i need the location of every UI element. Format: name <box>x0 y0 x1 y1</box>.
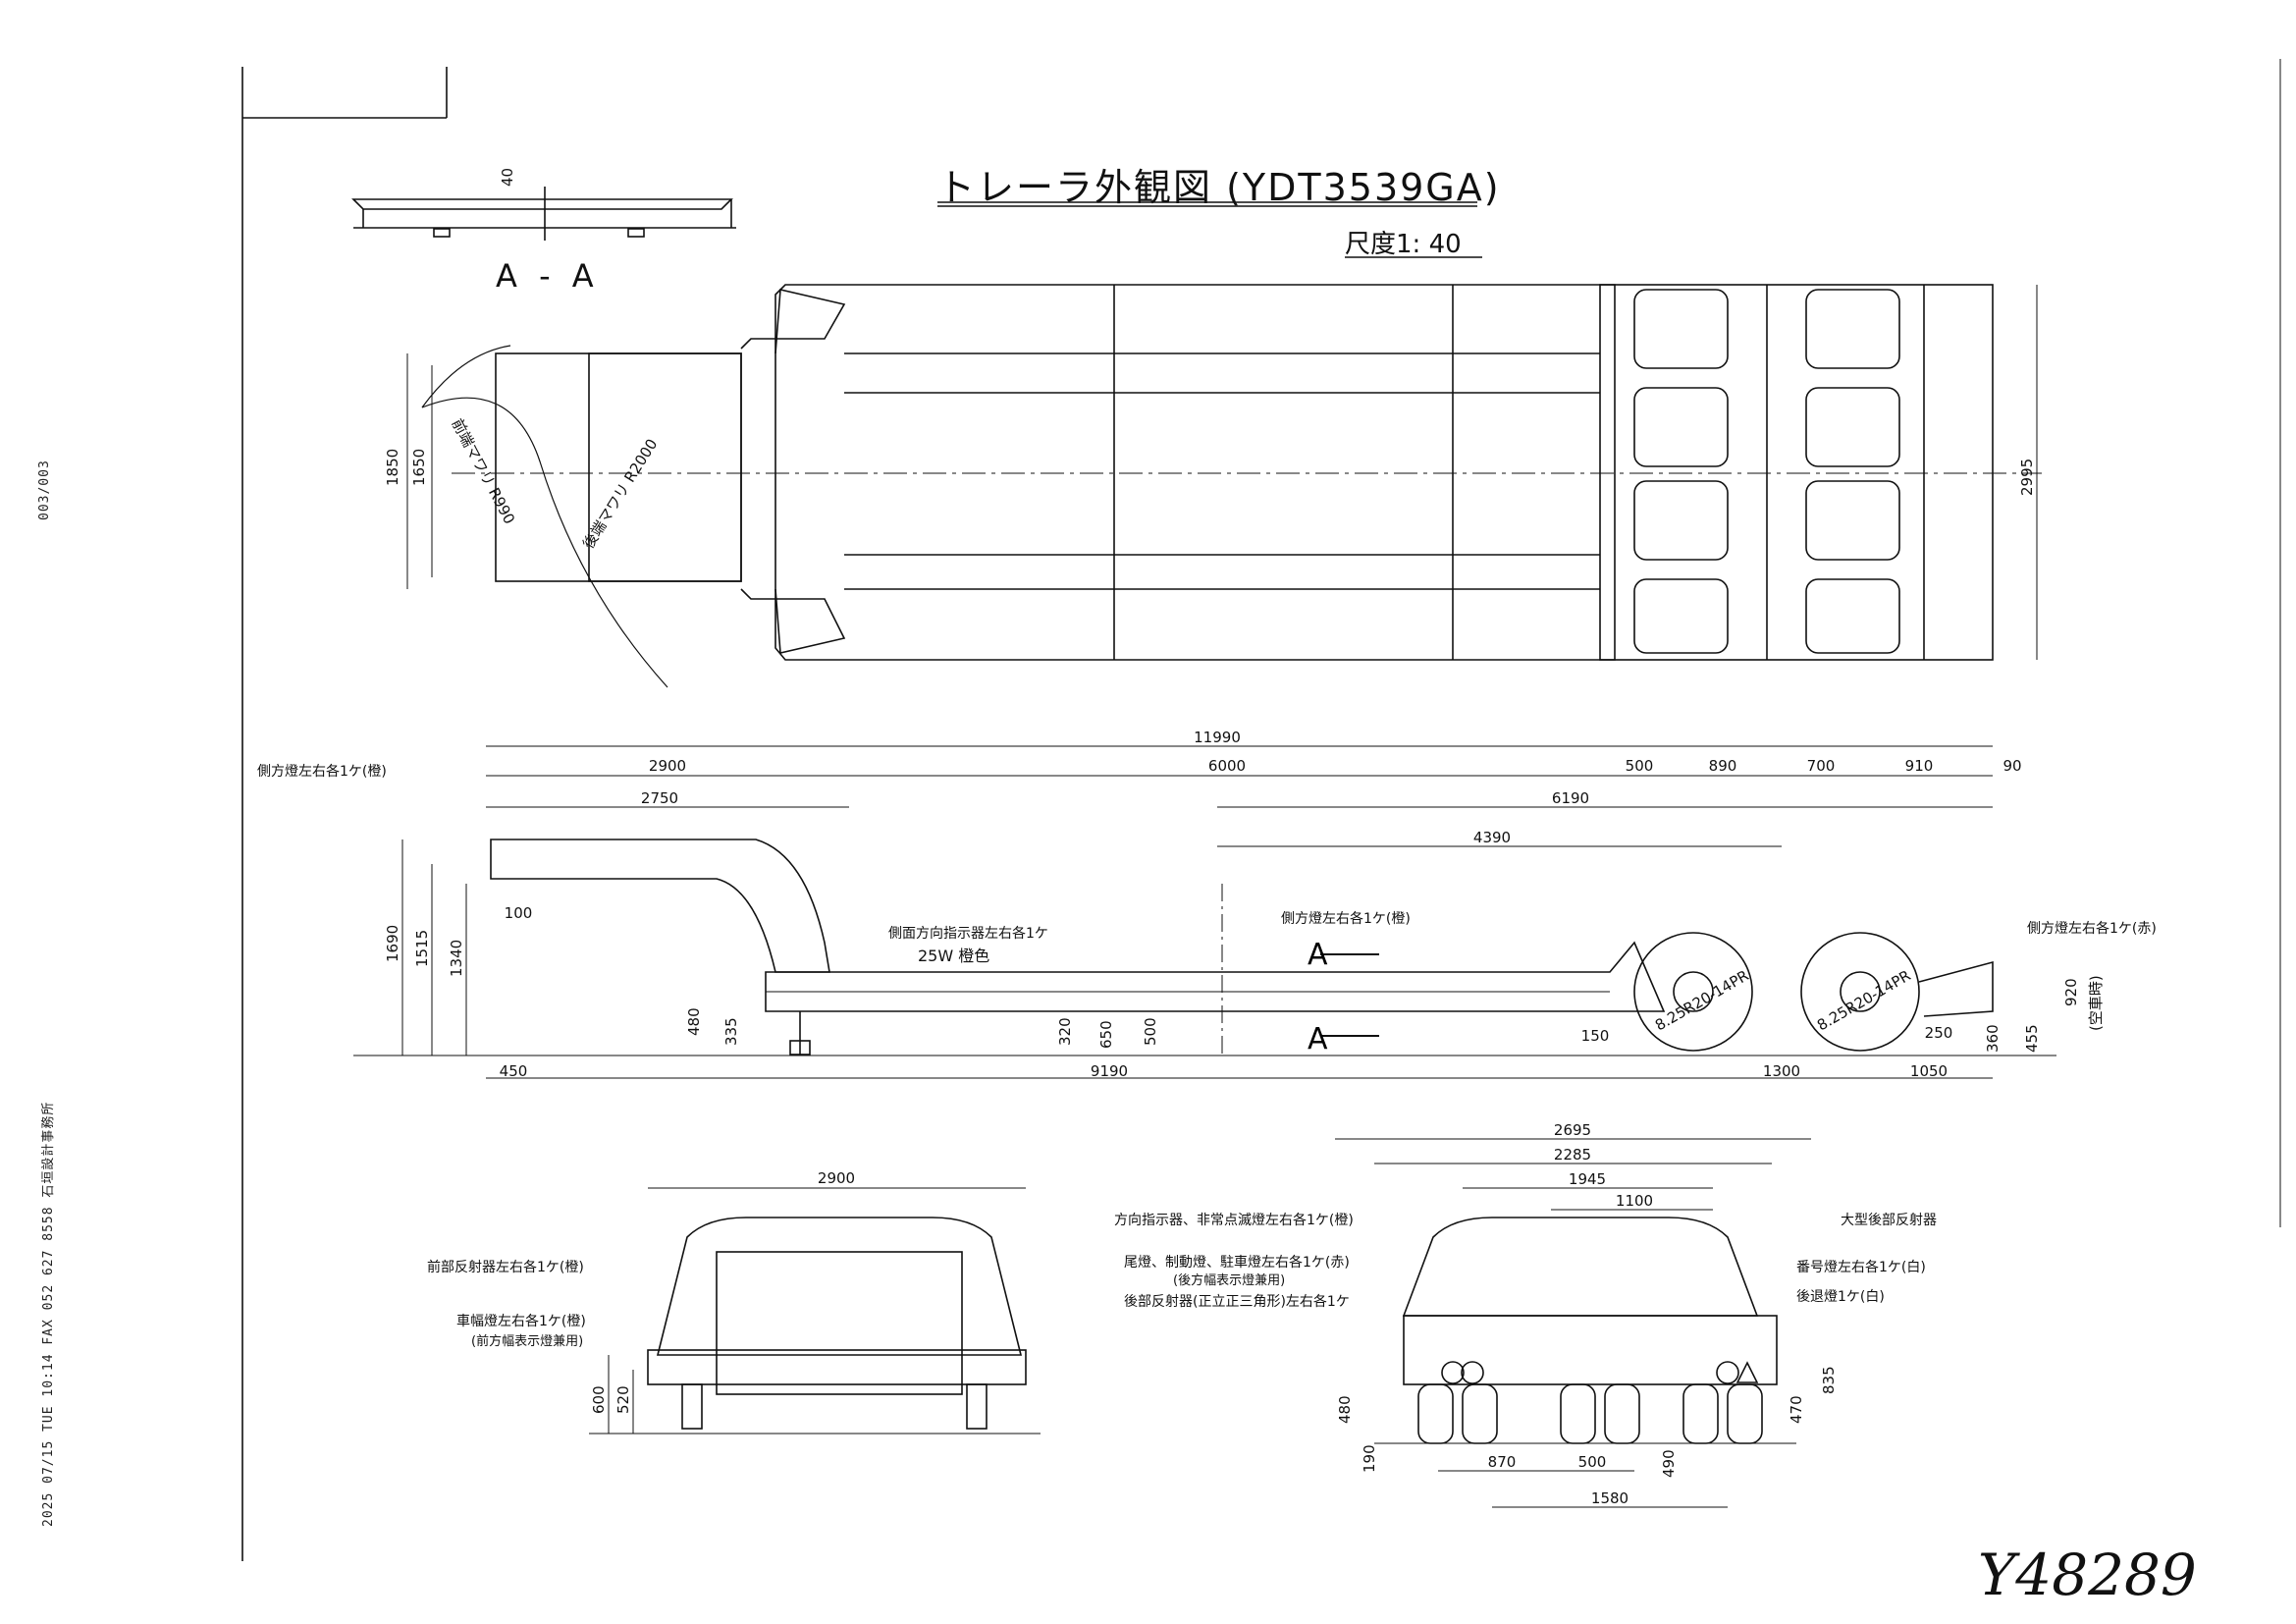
dim-6190: 6190 <box>1552 789 1589 807</box>
plan-view <box>406 284 2042 688</box>
dim-250: 250 <box>1925 1024 1953 1042</box>
label-large-rear-reflector: 大型後部反射器 <box>1841 1213 1937 1228</box>
dim-overall-length: 11990 <box>1194 729 1241 746</box>
rear-dim-870: 870 <box>1488 1453 1517 1471</box>
label-side-lamp-rear: 側方燈左右各1ケ(赤) <box>2027 921 2157 937</box>
dim-100: 100 <box>505 904 533 922</box>
dim-2995: 2995 <box>2018 459 2036 496</box>
label-side-lamp-front: 側方燈左右各1ケ(橙) <box>257 764 387 780</box>
dim-920-note: (空車時) <box>2087 975 2105 1031</box>
label-rear-turn-lamp: 方向指示器、非常点滅燈左右各1ケ(橙) <box>1114 1213 1354 1228</box>
rear-dim-190: 190 <box>1361 1444 1378 1473</box>
tire-spec-front: 8.25R20-14PR <box>1652 966 1752 1034</box>
rear-dim-500: 500 <box>1578 1453 1607 1471</box>
dim-890: 890 <box>1709 757 1737 775</box>
dim-360: 360 <box>1984 1024 2002 1053</box>
dim-1650: 1650 <box>410 449 428 486</box>
dim-1850: 1850 <box>384 449 401 486</box>
dim-500-side: 500 <box>1142 1017 1159 1046</box>
front-view <box>589 1187 1041 1435</box>
dim-2750: 2750 <box>641 789 678 807</box>
label-reverse-lamp: 後退燈1ケ(白) <box>1796 1289 1885 1305</box>
rear-dim-470: 470 <box>1788 1395 1805 1424</box>
label-rear-reflector: 後部反射器(正立正三角形)左右各1ケ <box>1124 1294 1350 1310</box>
dim-920: 920 <box>2062 978 2080 1006</box>
radius-label-inner: 前端マワリ R990 <box>448 415 518 526</box>
dim-9190: 9190 <box>1091 1062 1128 1080</box>
label-front-reflector: 前部反射器左右各1ケ(橙) <box>427 1260 584 1275</box>
section-a-a-drawing <box>351 187 736 241</box>
radius-label-outer: 後端マワリ R2000 <box>579 436 661 552</box>
dim-1340: 1340 <box>448 940 465 977</box>
dim-500: 500 <box>1626 757 1654 775</box>
front-dim-2900: 2900 <box>818 1169 855 1187</box>
label-width-lamp-sub: (前方幅表示燈兼用) <box>471 1334 584 1349</box>
rear-dim-2285: 2285 <box>1554 1146 1591 1164</box>
front-dim-600: 600 <box>590 1385 608 1414</box>
dim-2900: 2900 <box>649 757 686 775</box>
side-view <box>353 745 2056 1079</box>
dim-4390: 4390 <box>1473 829 1511 846</box>
dim-910: 910 <box>1905 757 1934 775</box>
rear-dim-1945: 1945 <box>1569 1170 1606 1188</box>
dim-150: 150 <box>1581 1027 1610 1045</box>
dim-335: 335 <box>722 1017 740 1046</box>
rear-dim-2695: 2695 <box>1554 1121 1591 1139</box>
label-turn-lamp-spec: 25W 橙色 <box>918 947 990 965</box>
rear-view <box>1335 1138 1811 1508</box>
label-side-lamp-mid: 側方燈左右各1ケ(橙) <box>1281 911 1411 927</box>
rear-dim-1580: 1580 <box>1591 1489 1629 1507</box>
dim-90: 90 <box>2002 757 2021 775</box>
rear-dim-1100: 1100 <box>1616 1192 1653 1210</box>
rear-dim-835: 835 <box>1820 1366 1838 1394</box>
dim-40: 40 <box>499 168 516 187</box>
dim-1300: 1300 <box>1763 1062 1800 1080</box>
handwritten-number: Y48289 <box>1978 1542 2197 1608</box>
label-rear-tail-lamp-sub: (後方幅表示燈兼用) <box>1173 1273 1286 1288</box>
dim-1515: 1515 <box>413 930 431 967</box>
front-dim-520: 520 <box>614 1385 632 1414</box>
drawing-scale: 尺度1: 40 <box>1345 230 1462 259</box>
dim-320: 320 <box>1056 1017 1074 1046</box>
rear-dim-490: 490 <box>1660 1449 1678 1478</box>
tire-spec-rear: 8.25R20-14PR <box>1814 966 1914 1034</box>
tire-rear <box>1800 932 1920 1052</box>
dim-6000: 6000 <box>1208 757 1246 775</box>
dim-1690: 1690 <box>384 925 401 962</box>
rear-dim-480: 480 <box>1336 1395 1354 1424</box>
section-marker-a-bottom: A <box>1308 1022 1328 1056</box>
dim-650: 650 <box>1097 1020 1115 1049</box>
section-marker-a-top: A <box>1308 938 1328 972</box>
dim-700: 700 <box>1807 757 1836 775</box>
dim-480: 480 <box>685 1007 703 1036</box>
dim-1050: 1050 <box>1910 1062 1948 1080</box>
section-label: A - A <box>496 257 600 295</box>
dim-450: 450 <box>500 1062 528 1080</box>
dim-455: 455 <box>2023 1024 2041 1053</box>
label-license-lamp: 番号燈左右各1ケ(白) <box>1796 1260 1926 1275</box>
tire-front <box>1633 932 1753 1052</box>
label-rear-tail-lamp: 尾燈、制動燈、駐車燈左右各1ケ(赤) <box>1124 1255 1350 1271</box>
label-turn-lamp: 側面方向指示器左右各1ケ <box>888 926 1048 942</box>
label-width-lamp: 車幅燈左右各1ケ(橙) <box>456 1314 586 1329</box>
